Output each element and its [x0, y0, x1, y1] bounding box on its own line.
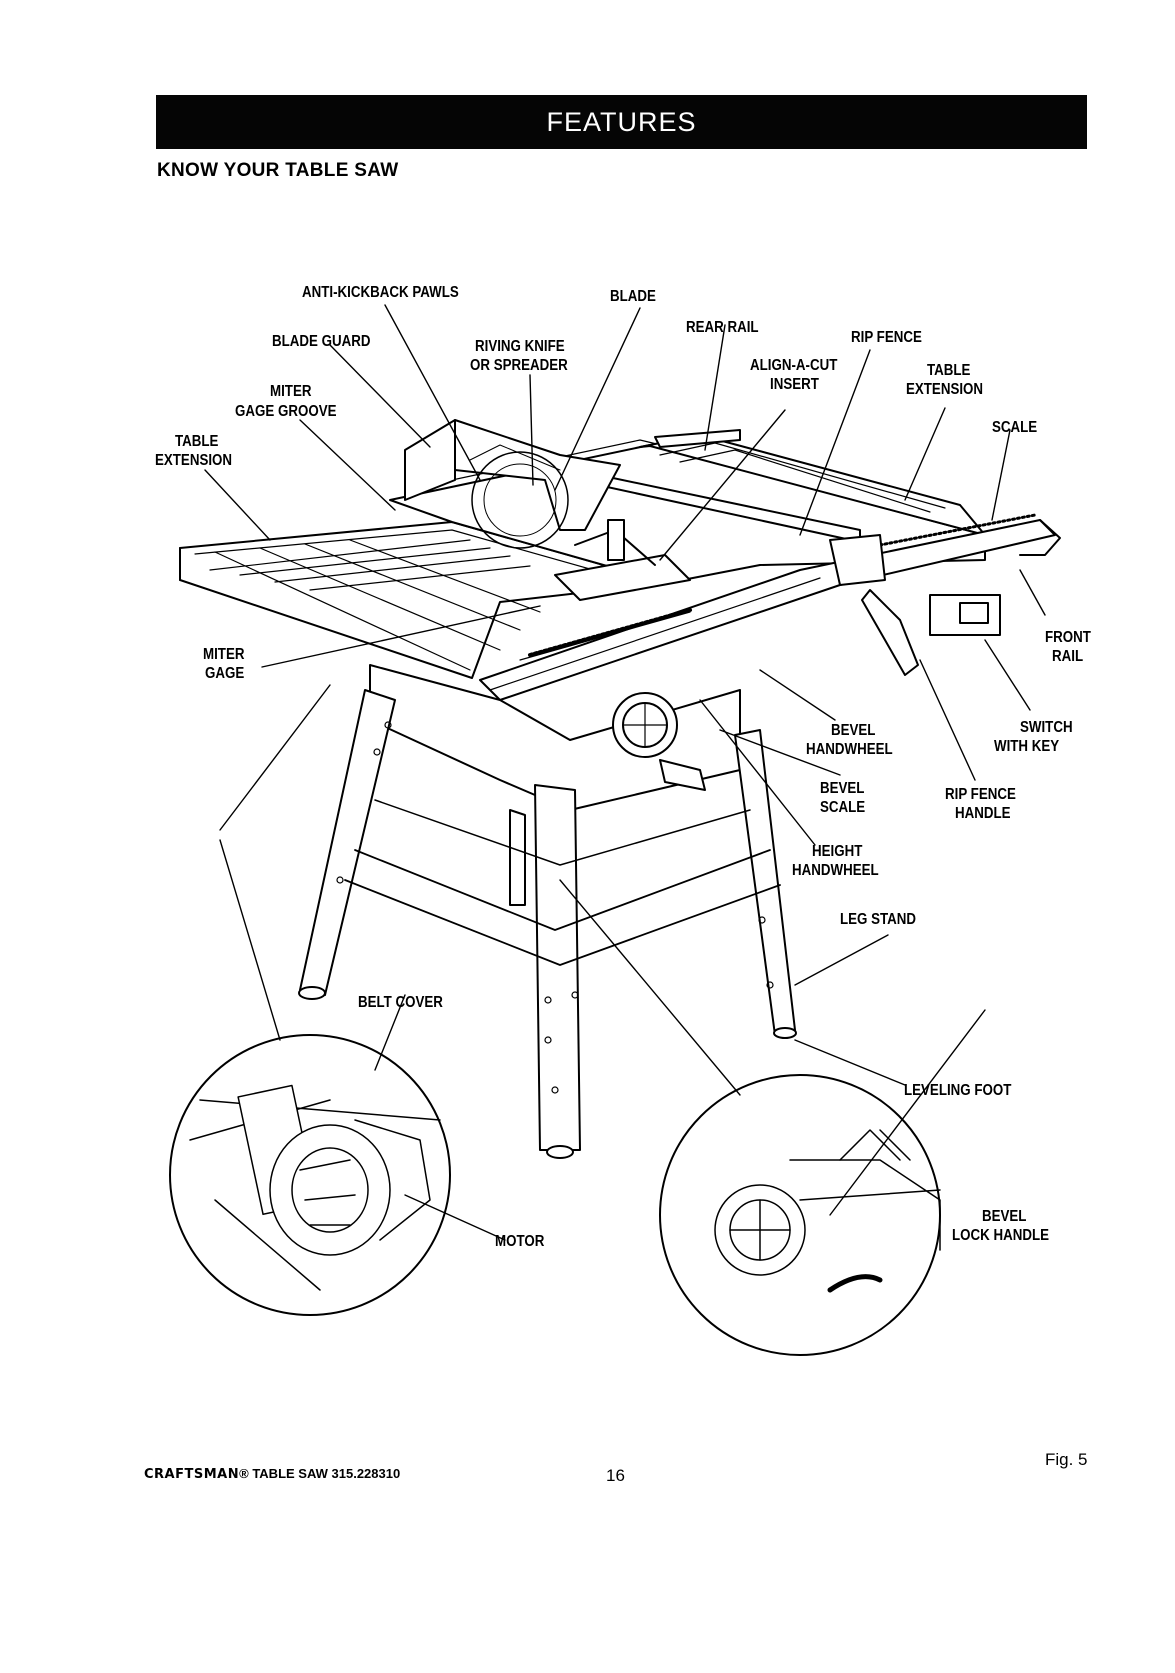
- label-bevel-lock-handle-line2: LOCK HANDLE: [952, 1227, 1050, 1244]
- label-bevel-handwheel-line2: HANDWHEEL: [806, 741, 893, 758]
- label-front-rail-line2: RAIL: [1052, 648, 1084, 665]
- height-handwheel-crank: [659, 759, 706, 791]
- label-height-handwheel-line2: HANDWHEEL: [792, 862, 879, 879]
- label-height-handwheel-line1: HEIGHT: [812, 843, 863, 860]
- label-table-extension-right-line1: TABLE: [927, 362, 971, 379]
- leg-front-right: [734, 729, 796, 1036]
- section-subtitle: KNOW YOUR TABLE SAW: [157, 160, 399, 181]
- label-leg-stand: LEG STAND: [840, 911, 917, 928]
- label-bevel-handwheel-line1: BEVEL: [831, 722, 876, 739]
- figure-label: Fig. 5: [1045, 1450, 1088, 1469]
- label-belt-cover: BELT COVER: [358, 994, 443, 1011]
- bevel-lock-detail-art: [714, 1129, 941, 1293]
- label-riving-knife-line1: RIVING KNIFE: [475, 338, 565, 355]
- page-number: 16: [606, 1466, 625, 1485]
- page-title: FEATURES: [546, 106, 697, 137]
- label-riving-knife-line2: OR SPREADER: [470, 357, 568, 374]
- label-table-extension-left-line1: TABLE: [175, 433, 219, 450]
- rear-rail: [654, 429, 741, 448]
- leader-lines: [204, 304, 1046, 1241]
- label-motor: MOTOR: [495, 1233, 545, 1250]
- brand-logo-text: CRAFTSMAN: [144, 1467, 240, 1482]
- saw-blade: [471, 451, 569, 549]
- leg-front-left: [299, 689, 396, 996]
- label-bevel-scale-line2: SCALE: [820, 799, 866, 816]
- label-rear-rail: REAR RAIL: [686, 319, 759, 336]
- label-switch-with-key-line2: WITH KEY: [994, 738, 1060, 755]
- label-bevel-lock-handle-line1: BEVEL: [982, 1208, 1027, 1225]
- brand-reg-mark: ®: [239, 1466, 249, 1481]
- label-table-extension-right-line2: EXTENSION: [906, 381, 984, 398]
- footer-model: TABLE SAW 315.228310: [248, 1466, 401, 1481]
- label-blade: BLADE: [610, 288, 656, 305]
- blade-guard-housing: [404, 419, 456, 501]
- header-bar: FEATURES: [156, 95, 1087, 149]
- label-miter-gage-groove-line2: GAGE GROOVE: [235, 403, 337, 420]
- leg-front-middle: [534, 784, 581, 1151]
- label-rip-fence: RIP FENCE: [851, 329, 922, 346]
- label-bevel-scale-line1: BEVEL: [820, 780, 865, 797]
- label-leveling-foot: LEVELING FOOT: [904, 1082, 1012, 1099]
- label-align-a-cut-line2: INSERT: [770, 376, 819, 393]
- label-align-a-cut-line1: ALIGN-A-CUT: [750, 357, 838, 374]
- miter-gage-body: [554, 554, 691, 601]
- footer-brand: CRAFTSMAN® TABLE SAW 315.228310: [144, 1466, 400, 1482]
- label-front-rail-line1: FRONT: [1045, 629, 1091, 646]
- label-rip-fence-handle-line1: RIP FENCE: [945, 786, 1016, 803]
- label-anti-kickback-pawls: ANTI-KICKBACK PAWLS: [302, 284, 459, 301]
- table-saw-illustration: [179, 419, 1061, 1159]
- switch-box: [929, 594, 1001, 636]
- label-scale: SCALE: [992, 419, 1038, 436]
- motor-detail-art: [189, 1084, 441, 1291]
- label-miter-gage-line1: MITER: [203, 646, 245, 663]
- rip-fence-handle-grip: [861, 589, 919, 676]
- label-switch-with-key-line1: SWITCH: [1020, 719, 1073, 736]
- label-rip-fence-handle-line2: HANDLE: [955, 805, 1011, 822]
- label-miter-gage-groove-line1: MITER: [270, 383, 312, 400]
- leg-rear: [509, 809, 526, 906]
- label-blade-guard: BLADE GUARD: [272, 333, 371, 350]
- label-table-extension-left-line2: EXTENSION: [155, 452, 233, 469]
- label-miter-gage-line2: GAGE: [205, 665, 245, 682]
